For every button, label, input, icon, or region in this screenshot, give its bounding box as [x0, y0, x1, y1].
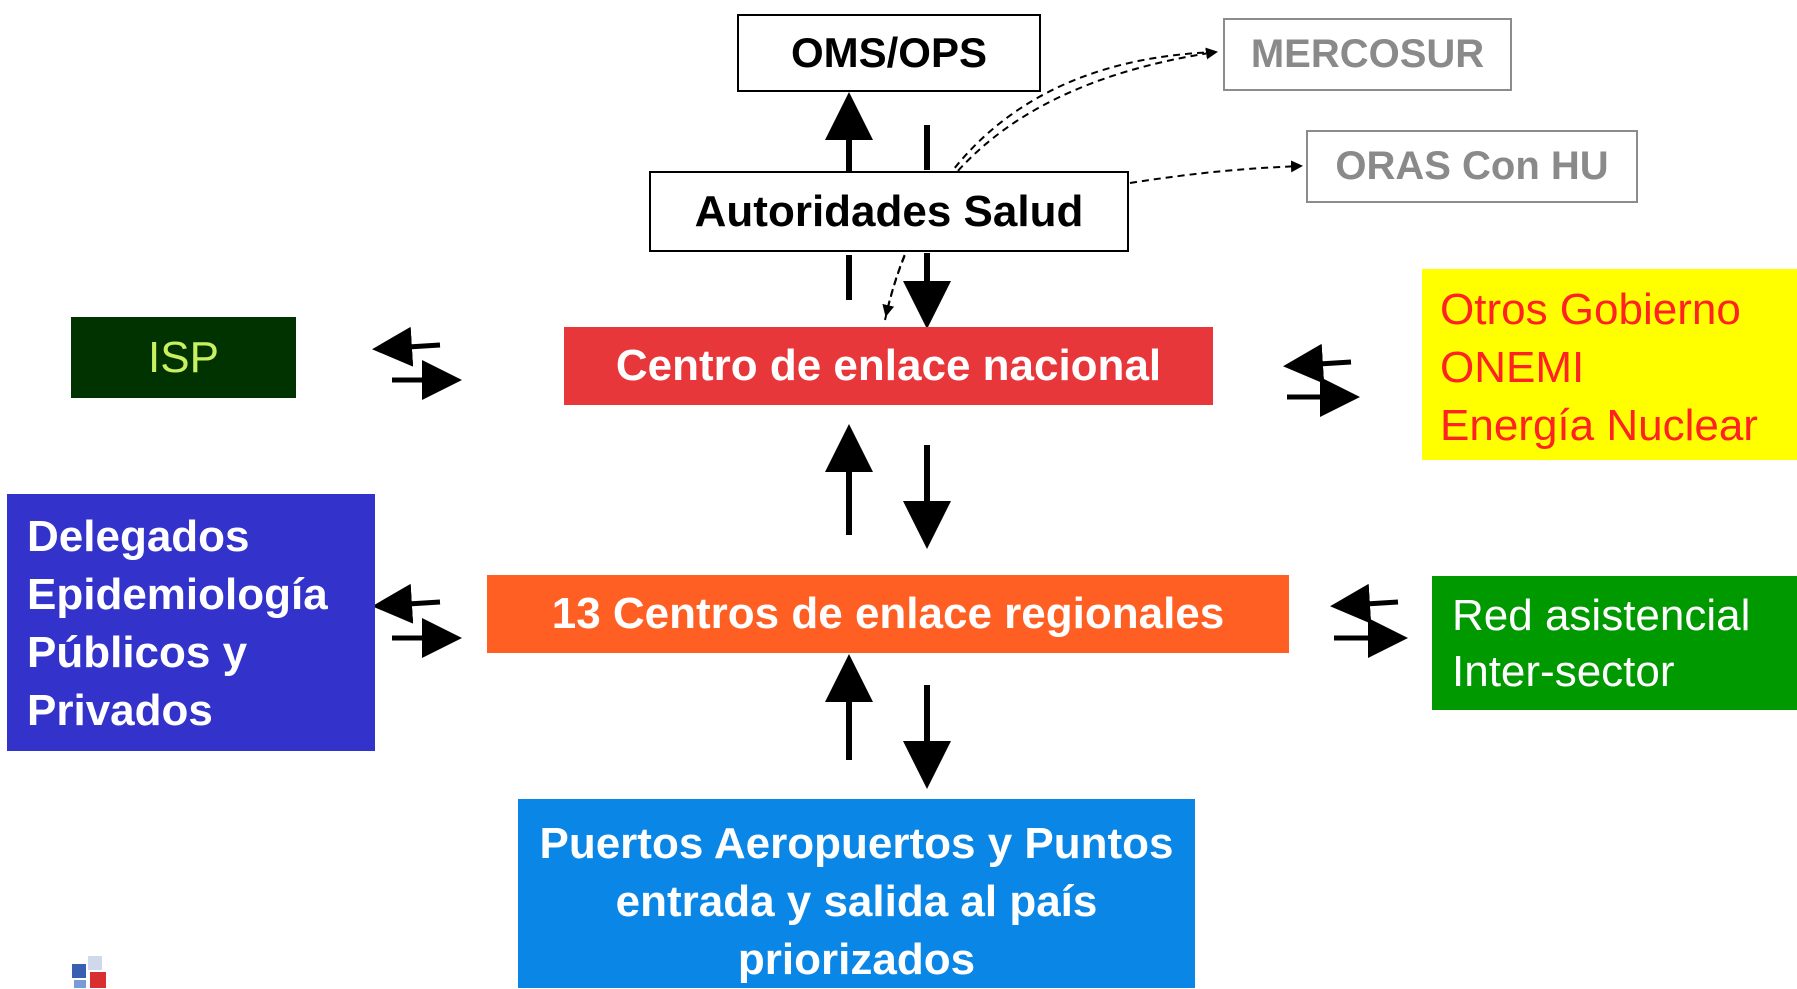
delegados-exchange-arrows: [372, 583, 462, 658]
delegados-line: Delegados: [27, 512, 250, 561]
puertos-line: entrada y salida al país: [615, 877, 1098, 926]
otros-exchange-arrows: [1283, 343, 1360, 417]
oms-autoridades-arrows: [825, 92, 930, 172]
node-centros-regionales: 13 Centros de enlace regionales: [487, 575, 1289, 653]
node-red-asistencial: Red asistencial Inter-sector: [1432, 576, 1797, 710]
otros-line: Otros Gobierno: [1440, 285, 1741, 334]
node-otros-gobierno: Otros Gobierno ONEMI Energía Nuclear: [1422, 269, 1797, 460]
otros-line: Energía Nuclear: [1440, 401, 1758, 450]
delegados-line: Privados: [27, 686, 213, 735]
red-line: Red asistencial: [1452, 591, 1751, 640]
node-oms-ops: OMS/OPS: [737, 14, 1041, 92]
otros-line: ONEMI: [1440, 343, 1585, 392]
puertos-line: priorizados: [737, 935, 976, 984]
red-exchange-arrows: [1330, 583, 1408, 658]
delegados-line: Públicos y: [27, 628, 248, 677]
node-delegados-epidemiologia: Delegados Epidemiología Públicos y Priva…: [7, 494, 375, 751]
puertos-line: Puertos Aeropuertos y Puntos: [539, 819, 1174, 868]
ministry-logo-icon: [72, 956, 106, 988]
red-line: Inter-sector: [1452, 647, 1675, 696]
node-autoridades-salud: Autoridades Salud: [649, 171, 1129, 252]
autoridades-centro-arrows: [846, 253, 951, 329]
node-isp: ISP: [71, 317, 296, 398]
node-puertos-aeropuertos: Puertos Aeropuertos y Puntos entrada y s…: [518, 799, 1195, 988]
regional-puertos-arrows: [825, 654, 951, 789]
node-oras: ORAS Con HU: [1306, 130, 1638, 203]
nacional-regional-arrows: [825, 424, 951, 549]
node-mercosur: MERCOSUR: [1223, 18, 1512, 91]
isp-exchange-arrows: [372, 326, 462, 400]
node-centro-enlace-nacional: Centro de enlace nacional: [564, 327, 1213, 405]
delegados-line: Epidemiología: [27, 570, 328, 619]
international-dashed-links: [882, 47, 1303, 321]
